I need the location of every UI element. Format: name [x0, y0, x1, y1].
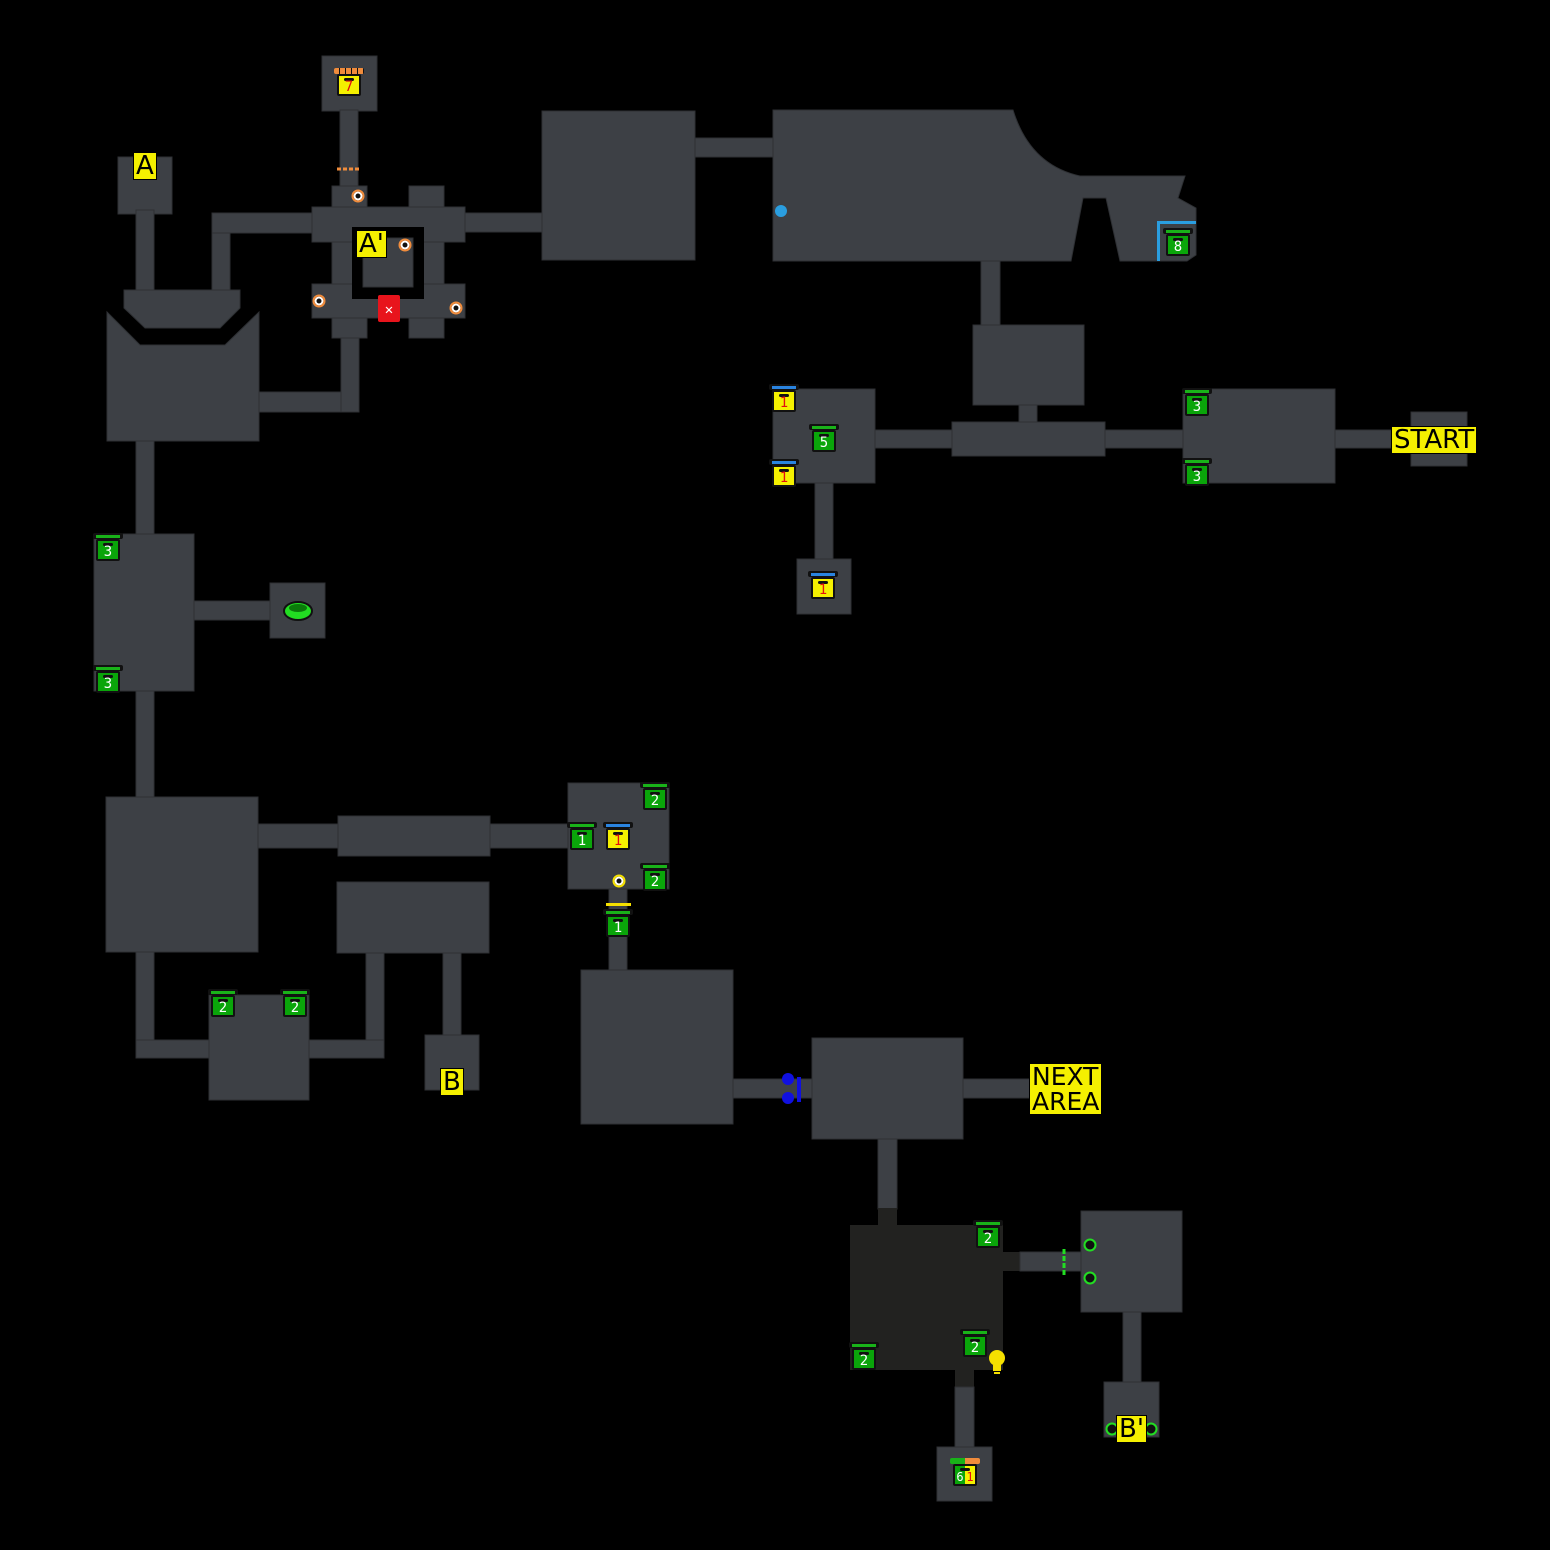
chest-7[interactable]: 7 — [334, 68, 364, 98]
lightbulb-icon[interactable] — [989, 1350, 1005, 1374]
chest-3[interactable]: 3 — [1182, 458, 1212, 488]
chest-2[interactable]: 2 — [640, 782, 670, 812]
pipe-hole — [289, 604, 307, 612]
chest-8[interactable]: 8 — [1163, 228, 1193, 258]
orange-ring-icon[interactable] — [398, 238, 412, 252]
chest-count: 5 — [819, 435, 829, 451]
chest-count: 2 — [650, 793, 660, 809]
chest-2[interactable]: 2 — [208, 989, 238, 1019]
yellow-bar — [606, 903, 631, 906]
chest-count-green: 6 — [956, 1470, 964, 1484]
orange-ring-icon[interactable] — [449, 301, 463, 315]
locked-door[interactable] — [378, 295, 400, 322]
chest-2[interactable]: 2 — [960, 1329, 990, 1359]
blue-switch-icon[interactable] — [782, 1073, 794, 1085]
chest-3[interactable]: 3 — [1182, 388, 1212, 418]
chest-count: 2 — [218, 1000, 228, 1016]
chest-count: 1 — [779, 470, 789, 486]
x-icon: ✕ — [385, 302, 393, 318]
chest-count: 7 — [344, 79, 354, 95]
chest-count: 2 — [859, 1353, 869, 1369]
chest-2[interactable]: 2 — [280, 989, 310, 1019]
next-area-line2: AREA — [1032, 1087, 1100, 1116]
chest-count: 1 — [577, 833, 587, 849]
blue-border-left — [1157, 221, 1160, 261]
green-ring-icon[interactable] — [1083, 1271, 1097, 1285]
blue-gate-bar[interactable] — [797, 1077, 801, 1102]
chest-2[interactable]: 2 — [973, 1220, 1003, 1250]
next-area-line1: NEXT — [1032, 1062, 1099, 1091]
chest-2[interactable]: 2 — [849, 1342, 879, 1372]
chest-count: 2 — [290, 1000, 300, 1016]
label-a: A — [133, 152, 157, 180]
chest-yellow-1[interactable]: 1 — [769, 384, 799, 414]
blue-border-top — [1157, 221, 1196, 224]
orange-ring-icon[interactable] — [351, 189, 365, 203]
chest-count-yellow: 1 — [966, 1470, 974, 1484]
yellow-ring-icon[interactable] — [612, 874, 626, 888]
orange-ring-icon[interactable] — [312, 294, 326, 308]
blue-switch-icon[interactable] — [782, 1092, 794, 1104]
chest-1[interactable]: 1 — [603, 909, 633, 939]
label-a-prime: A' — [356, 230, 387, 258]
chest-count: 1 — [779, 395, 789, 411]
chest-count: 2 — [650, 874, 660, 890]
chest-2[interactable]: 2 — [640, 863, 670, 893]
label-b-prime: B' — [1116, 1415, 1147, 1443]
chest-yellow-1[interactable]: 1 — [769, 459, 799, 489]
chest-count: 1 — [613, 920, 623, 936]
chest-count: 1 — [818, 582, 828, 598]
chest-count: 2 — [983, 1231, 993, 1247]
chest-count: 1 — [613, 833, 623, 849]
chest-3[interactable]: 3 — [93, 533, 123, 563]
chest-count: 3 — [103, 544, 113, 560]
label-b: B — [440, 1068, 464, 1096]
chest-count: 8 — [1173, 239, 1183, 255]
chest-yellow-1[interactable]: 1 — [808, 571, 838, 601]
chest-5[interactable]: 5 — [809, 424, 839, 454]
chest-3[interactable]: 3 — [93, 665, 123, 695]
chest-count: 3 — [1192, 399, 1202, 415]
chest-count: 3 — [1192, 469, 1202, 485]
rooms — [93, 55, 1468, 1502]
chest-count: 2 — [970, 1340, 980, 1356]
chest-1[interactable]: 1 — [567, 822, 597, 852]
green-ring-icon[interactable] — [1083, 1238, 1097, 1252]
label-start: START — [1391, 426, 1478, 454]
chest-count: 3 — [103, 676, 113, 692]
blue-orb-icon[interactable] — [775, 205, 787, 217]
chest-yellow-1[interactable]: 1 — [603, 822, 633, 852]
